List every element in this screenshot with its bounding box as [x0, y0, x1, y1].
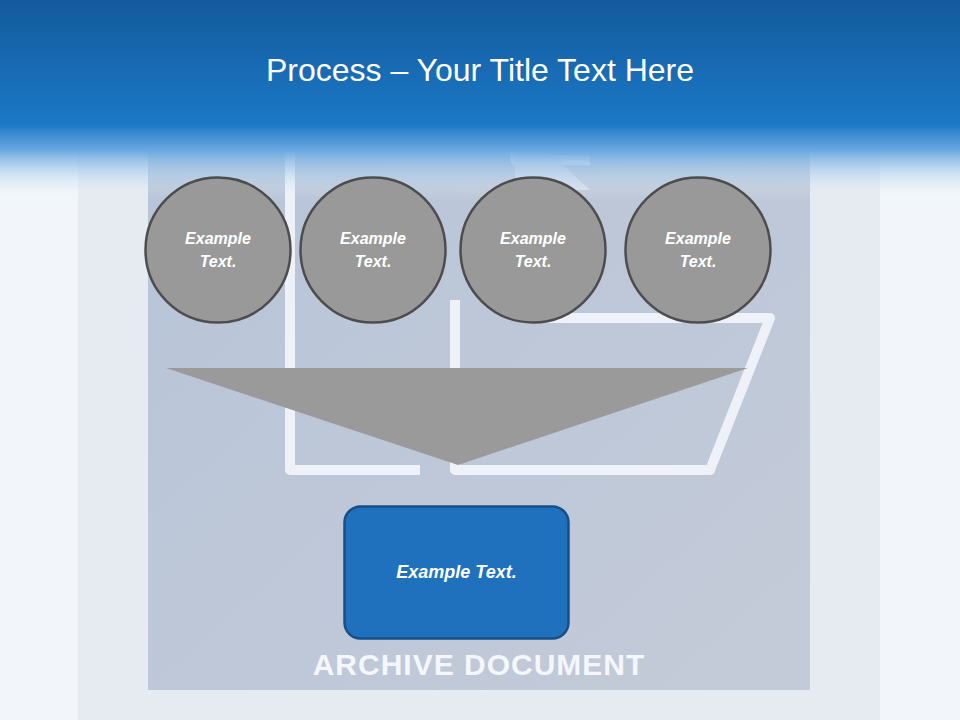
box-shape — [345, 507, 569, 639]
circle-shape — [301, 178, 446, 323]
circle-shape — [146, 178, 291, 323]
node-text: Example Text. — [396, 559, 516, 585]
node-text: Example Text. — [489, 227, 577, 273]
circle-outline — [459, 176, 607, 324]
circle-outline — [144, 176, 292, 324]
circle-shape — [461, 178, 606, 323]
process-circle: Example Text. — [459, 176, 607, 324]
process-circle: Example Text. — [299, 176, 447, 324]
circle-outline — [299, 176, 447, 324]
node-text: Example Text. — [174, 227, 262, 273]
circle-outline — [624, 176, 772, 324]
node-text: Example Text. — [654, 227, 742, 273]
funnel-arrow — [166, 368, 748, 465]
circle-shape — [626, 178, 771, 323]
slide-title: Process – Your Title Text Here — [0, 52, 960, 89]
process-circle: Example Text. — [624, 176, 772, 324]
node-text: Example Text. — [329, 227, 417, 273]
result-box: Example Text. — [343, 505, 570, 640]
header-band — [0, 0, 960, 200]
process-circle: Example Text. — [144, 176, 292, 324]
watermark: ARCHIVE DOCUMENT — [148, 648, 810, 682]
